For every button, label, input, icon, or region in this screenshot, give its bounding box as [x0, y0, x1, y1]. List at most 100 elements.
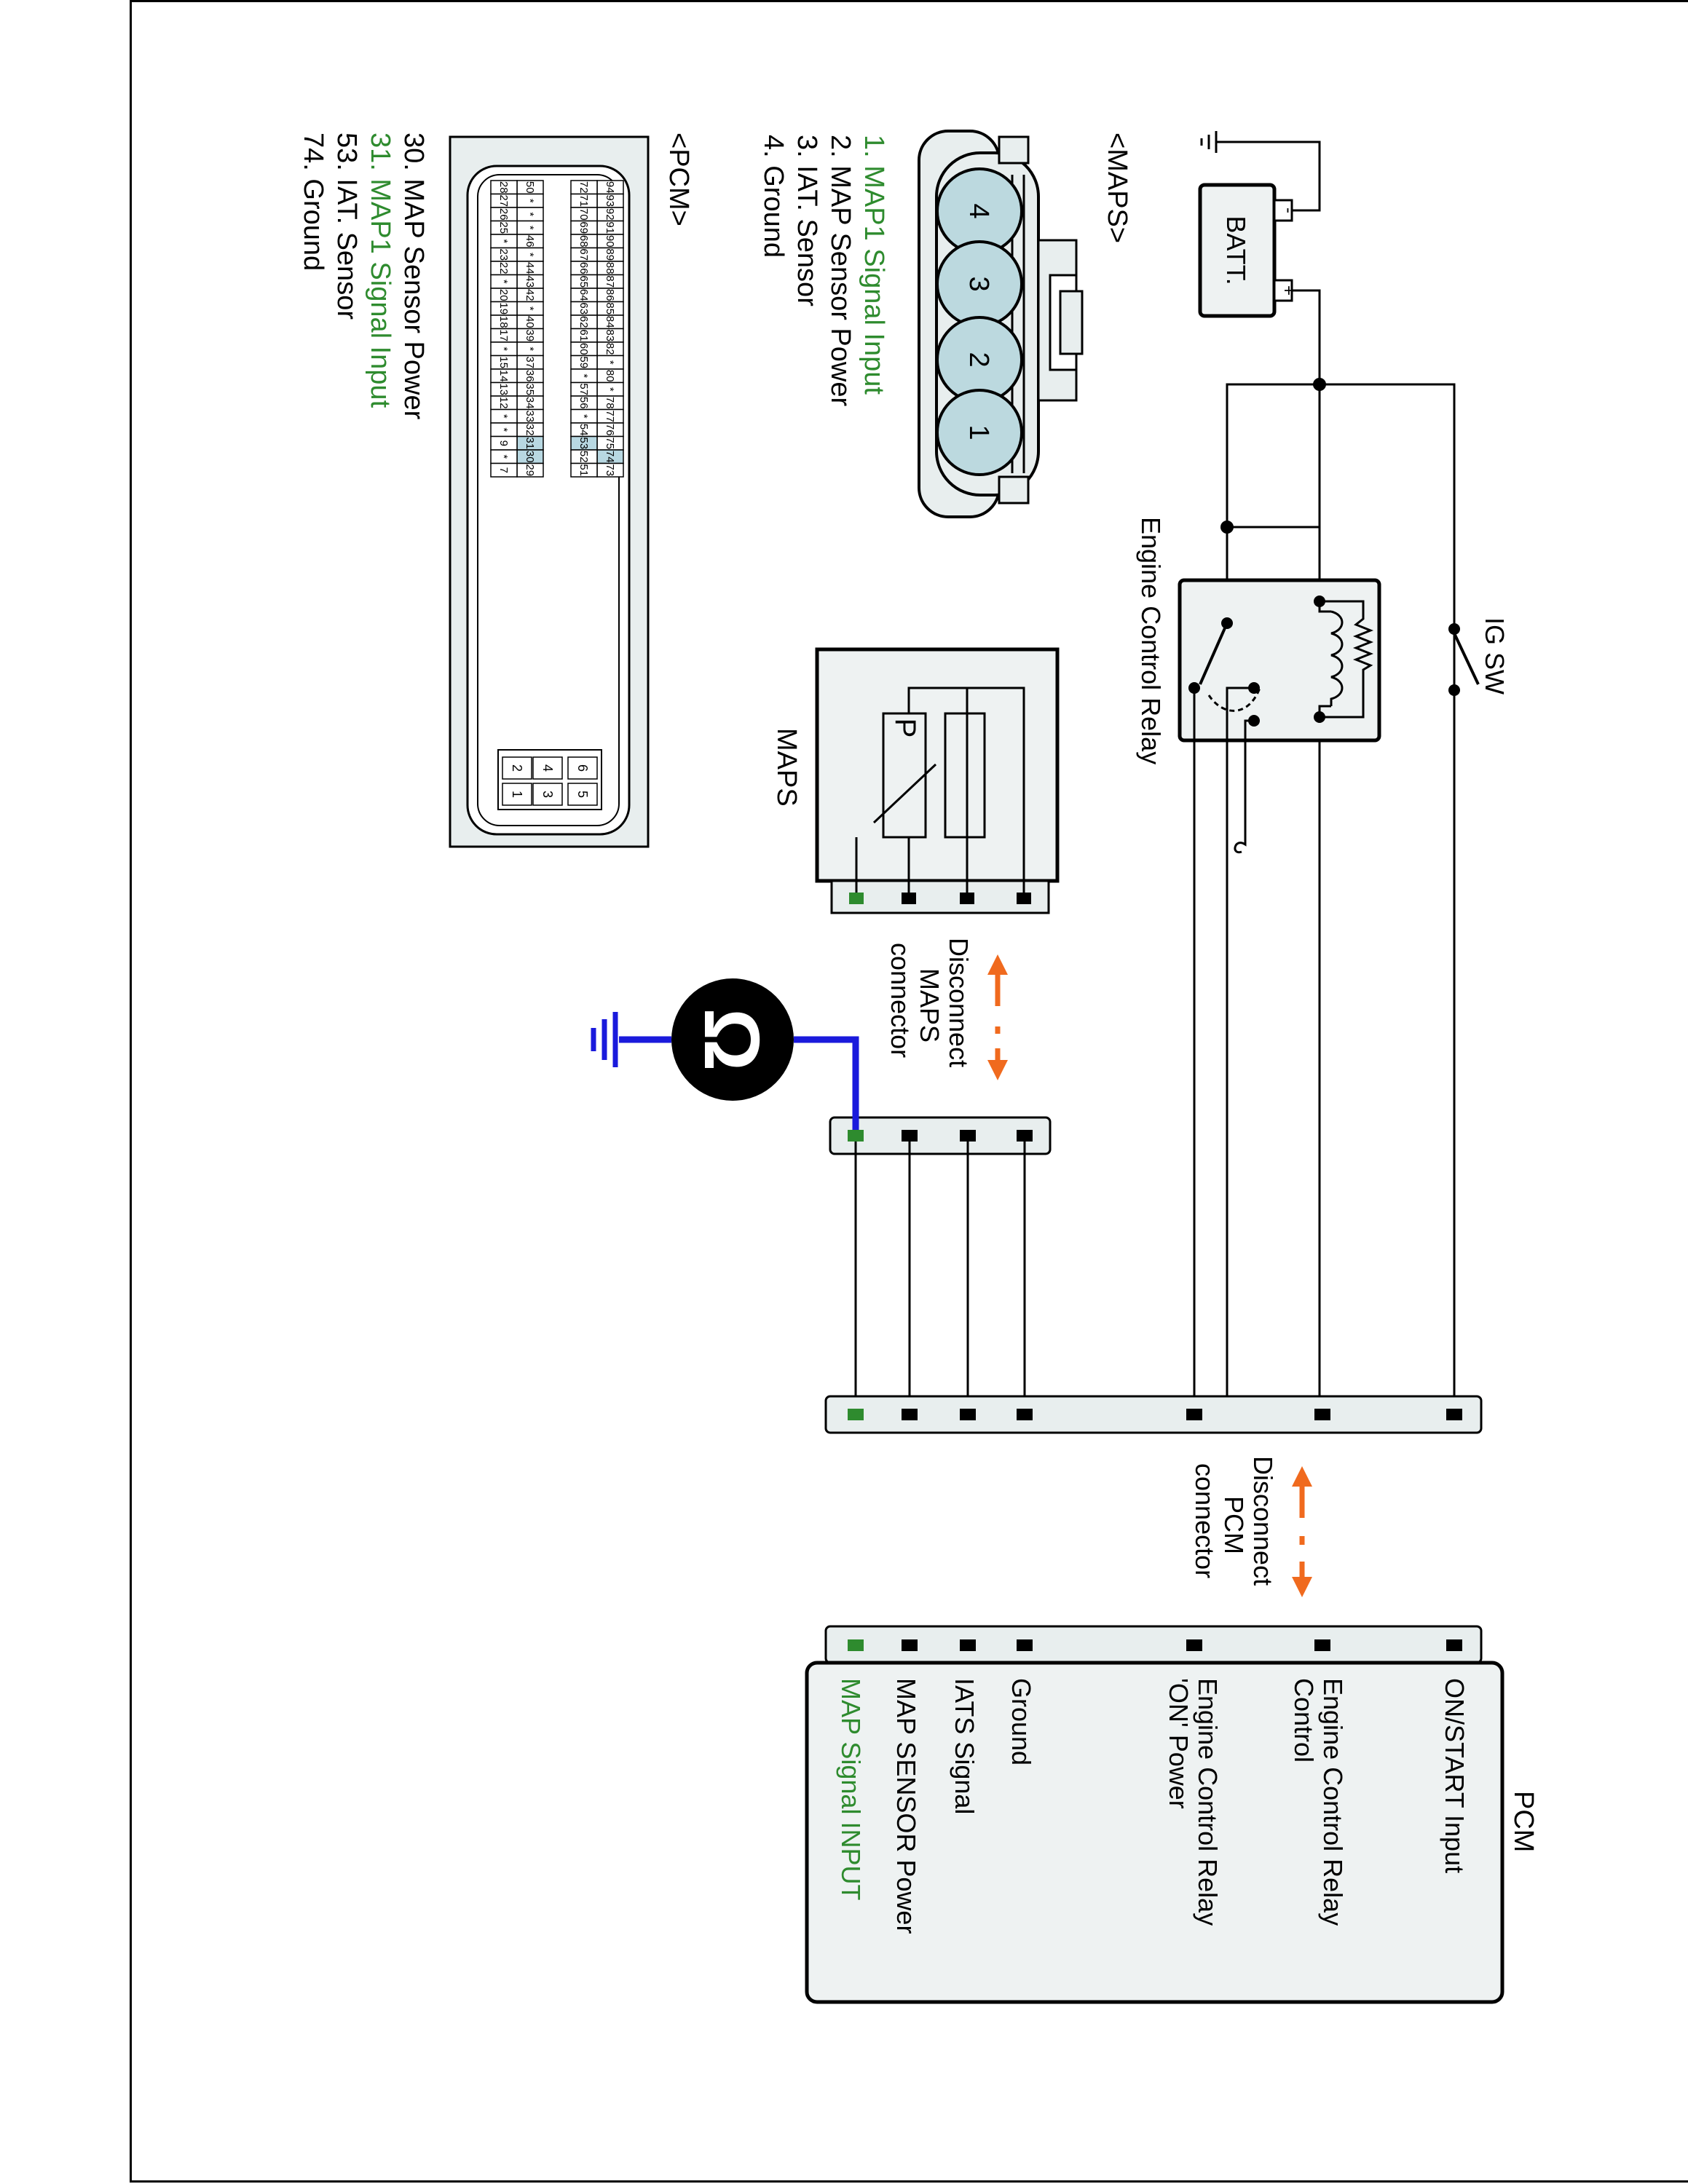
- pcm-box: PCM ON/START Input Engine Control Relay …: [805, 1625, 1539, 2004]
- maps-legend-item-4: 4. Ground: [758, 135, 789, 258]
- pcm-pin-number: 56: [577, 397, 590, 409]
- pcm-small-pin-number: 3: [540, 791, 555, 798]
- pcm-pin-number: 31: [524, 437, 536, 449]
- pcm-legend-item-4: 74. Ground: [298, 132, 328, 271]
- batt-minus: -: [1279, 207, 1298, 213]
- pcm-pin-number: 64: [577, 289, 590, 301]
- pcm-pin-number: 73: [604, 464, 616, 476]
- pcm-pin-number: 83: [604, 329, 616, 341]
- pcm-pin-number: *: [497, 347, 510, 351]
- maps-sensor: P MAPS: [771, 647, 1060, 914]
- pcm-pin-number: 91: [604, 221, 616, 234]
- disconnect-maps-line3: connector: [886, 943, 915, 1058]
- pcm-pin-number: 53: [577, 437, 590, 449]
- pcm-pin-number: 51: [577, 464, 590, 476]
- pcm-small-pin-number: 4: [540, 764, 555, 772]
- pcm-pin-number: 17: [497, 329, 510, 341]
- maps-pin-3: 3: [963, 276, 994, 291]
- meter-ground-icon: [591, 1012, 618, 1067]
- pcm-pin-number: 71: [577, 194, 590, 207]
- pcm-pin-number: *: [497, 239, 510, 243]
- pcm-small-pin-cell: [532, 756, 563, 780]
- pcm-legend-item-1: 30. MAP Sensor Power: [398, 132, 429, 420]
- pcm-pin-number: 84: [604, 316, 616, 328]
- pcm-pin-number: 66: [577, 262, 590, 274]
- pcm-pin-number: 22: [497, 262, 510, 274]
- pcm-pin-number: 67: [577, 248, 590, 261]
- pcm-pin-number: 39: [524, 329, 536, 341]
- batt-label: BATT.: [1221, 215, 1251, 285]
- pcm-pin-number: 86: [604, 289, 616, 301]
- pcm-pin-number: 87: [604, 275, 616, 288]
- maps-legend-item-1: 1. MAP1 Signal Input: [859, 135, 889, 395]
- pcm-pin-number: 77: [604, 410, 616, 422]
- pcm-pin-number: *: [524, 199, 536, 203]
- pcm-pin-number: 69: [577, 221, 590, 234]
- pcm-pin-number: *: [604, 387, 616, 392]
- pcm-pin-number: 19: [497, 302, 510, 314]
- battery-wires: [1216, 141, 1321, 1420]
- batt-plus: +: [1279, 285, 1298, 296]
- pcm-pin-cell: [570, 462, 598, 478]
- pcm-pin-number: 27: [497, 194, 510, 207]
- pcm-pin-number: 72: [577, 181, 590, 194]
- disconnect-maps-line2: MAPS: [915, 968, 944, 1042]
- pcm-pin-number: 14: [497, 370, 510, 382]
- pcm-pin-number: 29: [524, 464, 536, 476]
- ohm-symbol: Ω: [688, 1008, 776, 1072]
- pcm-pin-number: 15: [497, 356, 510, 368]
- pcm-pin-number: 35: [524, 383, 536, 395]
- pcm-pin-number: 94: [604, 181, 616, 194]
- pcm-pin-5-label: IATS Signal: [950, 1678, 979, 1814]
- pcm-pin-number: *: [497, 280, 510, 284]
- engine-control-relay: Engine Control Relay: [1136, 517, 1381, 1420]
- maps-legend-item-3: 3. IAT. Sensor: [792, 135, 822, 306]
- relay-supply-wires: [1226, 383, 1456, 1420]
- pcm-pin-2-label-line2: Control: [1289, 1678, 1319, 1762]
- pcm-pin-1-label: ON/START Input: [1440, 1678, 1470, 1873]
- pcm-pin-number: 37: [524, 356, 536, 368]
- pcm-pin-number: 23: [497, 248, 510, 261]
- pcm-pin-number: 54: [577, 424, 590, 436]
- pcm-small-pin-cell: [502, 756, 532, 780]
- pcm-small-pin-cell: [567, 756, 598, 780]
- pcm-pin-cell: [490, 462, 518, 478]
- pcm-pin-number: 52: [577, 451, 590, 463]
- pcm-pin-number: 61: [577, 329, 590, 341]
- pcm-pin-number: 18: [497, 316, 510, 328]
- pcm-pin-number: 62: [577, 316, 590, 328]
- pcm-pin-number: 32: [524, 424, 536, 436]
- pcm-pin-number: 70: [577, 208, 590, 221]
- ohmmeter-icon: Ω: [619, 978, 859, 1130]
- pcm-pin-number: 63: [577, 302, 590, 314]
- pcm-pin-number: *: [577, 414, 590, 419]
- pcm-title: PCM: [1508, 1791, 1539, 1852]
- pcm-harness-connector: [824, 1395, 1483, 1434]
- pcm-pin-number: 28: [497, 181, 510, 194]
- pcm-small-pin-cell: [532, 783, 563, 806]
- maps-connector-face: 4 3 2 1: [918, 130, 1084, 518]
- pcm-pin-number: 88: [604, 262, 616, 274]
- maps-legend-item-2: 2. MAP Sensor Power: [825, 135, 856, 406]
- pcm-pin-3-label-line2: 'ON' Power: [1164, 1678, 1194, 1809]
- ig-sw-label: IG SW: [1480, 617, 1510, 695]
- pcm-pin-number: 90: [604, 235, 616, 248]
- pcm-pin-number: 89: [604, 248, 616, 261]
- pcm-pin-number: 9: [497, 440, 510, 446]
- pcm-pin-number: 42: [524, 289, 536, 301]
- pcm-legend: <PCM> 94939291908988878685848382*80*7877…: [298, 132, 694, 848]
- pcm-pin-number: 40: [524, 316, 536, 328]
- pcm-pin-number: 43: [524, 275, 536, 288]
- maps-pin-1: 1: [963, 424, 994, 440]
- pcm-pin-3-label: Engine Control Relay: [1193, 1678, 1223, 1926]
- relay-label: Engine Control Relay: [1136, 517, 1166, 764]
- pcm-pin-number: 59: [577, 356, 590, 368]
- page-frame: [130, 0, 1688, 2183]
- pcm-pin-number: 44: [524, 262, 536, 274]
- pcm-pin-number: *: [524, 226, 536, 230]
- pcm-pin-number: 78: [604, 397, 616, 409]
- disconnect-pcm-line2: PCM: [1219, 1496, 1249, 1554]
- pcm-pin-number: 36: [524, 370, 536, 382]
